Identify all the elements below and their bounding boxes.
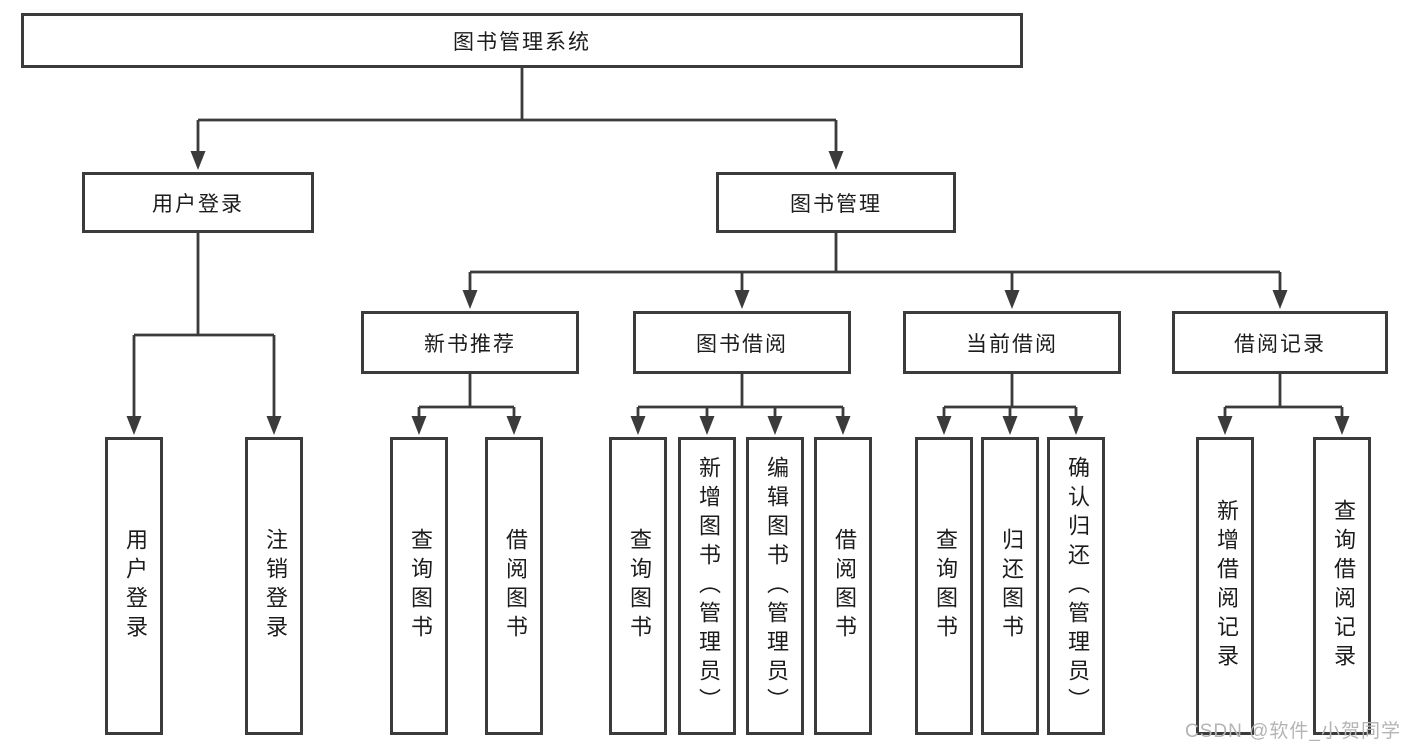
csdn-watermark: CSDN @软件_小贺同学 <box>1185 721 1401 742</box>
leaf-borrow-add-books-admin: 新增图书（管理员） <box>678 437 736 735</box>
node-borrowing-records: 借阅记录 <box>1172 311 1388 374</box>
node-user-login: 用户登录 <box>82 172 314 233</box>
leaf-current-query-books: 查询图书 <box>915 437 973 735</box>
leaf-newbook-query: 查询图书 <box>390 437 448 735</box>
leaf-logout: 注销登录 <box>245 437 303 735</box>
leaf-borrow-borrow-books: 借阅图书 <box>814 437 872 735</box>
leaf-current-confirm-return-admin: 确认归还（管理员） <box>1047 437 1105 735</box>
leaf-records-query: 查询借阅记录 <box>1313 437 1371 735</box>
leaf-borrow-edit-books-admin: 编辑图书（管理员） <box>746 437 804 735</box>
node-book-borrowing: 图书借阅 <box>633 311 851 374</box>
leaf-records-add: 新增借阅记录 <box>1196 437 1254 735</box>
node-library-system: 图书管理系统 <box>21 13 1023 68</box>
leaf-newbook-borrow: 借阅图书 <box>485 437 543 735</box>
leaf-user-login: 用户登录 <box>105 437 163 735</box>
leaf-borrow-query-books: 查询图书 <box>609 437 667 735</box>
node-new-book-recommend: 新书推荐 <box>361 311 579 374</box>
leaf-current-return-books: 归还图书 <box>981 437 1039 735</box>
node-current-borrowing: 当前借阅 <box>903 311 1121 374</box>
node-book-management: 图书管理 <box>716 172 956 233</box>
